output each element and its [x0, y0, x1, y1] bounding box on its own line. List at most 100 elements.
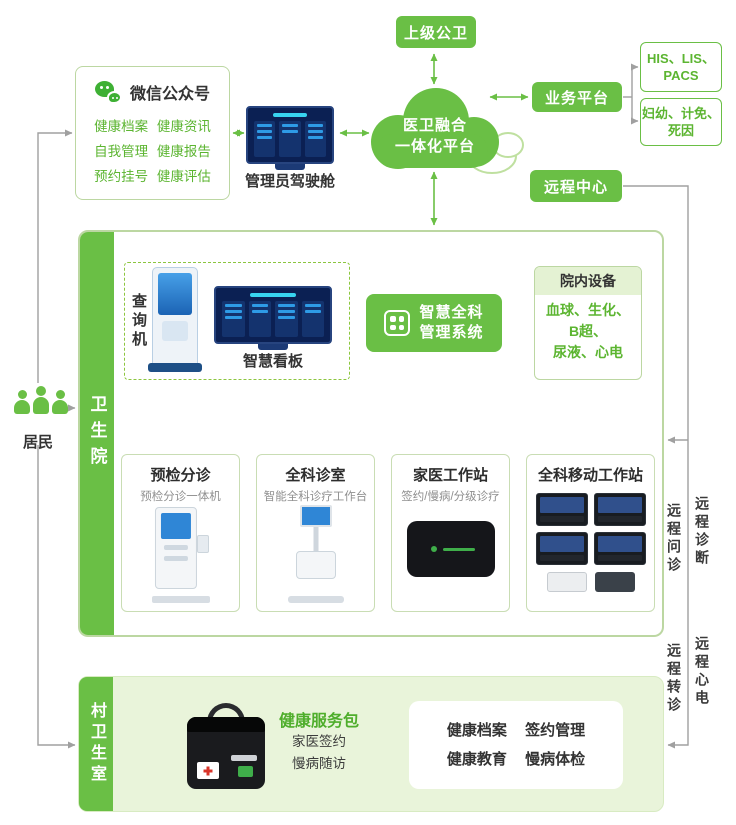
residents-icon-group — [14, 386, 68, 414]
mobile-case — [535, 532, 588, 565]
station-subtitle: 签约/慢病/分级诊疗 — [401, 491, 500, 503]
wechat-bubble-small — [106, 90, 122, 104]
device-logo-line — [442, 548, 475, 551]
grid-system-icon — [384, 310, 411, 336]
station-subtitle: 智能全科诊疗工作台 — [263, 491, 368, 503]
smart-board-screen — [214, 286, 332, 344]
smart-gp-line2: 管理系统 — [419, 324, 484, 341]
bag-handle — [207, 703, 245, 723]
dashboard-panel — [275, 301, 298, 337]
wechat-card-header: 微信公众号 — [76, 80, 229, 104]
health-center-sidebar: 卫生院 — [80, 232, 114, 635]
person-icon — [14, 390, 30, 414]
cloud-label-line2: 一体化平台 — [394, 138, 475, 155]
service-pack-line: 慢病随访 — [292, 756, 346, 771]
person-icon — [33, 386, 49, 414]
kiosk-base — [148, 363, 202, 372]
mobile-case — [535, 493, 588, 526]
device-case — [406, 521, 495, 577]
dashboard-panel — [304, 121, 326, 157]
kiosk-screen — [158, 273, 192, 315]
kiosk-panel — [162, 321, 188, 341]
smart-gp-system-label: 智慧全科 管理系统 — [419, 303, 483, 343]
cloud-platform-label: 医卫融合 一体化平台 — [368, 115, 502, 157]
portable-printer — [546, 572, 587, 592]
station-family-doctor: 家医工作站 签约/慢病/分级诊疗 — [391, 454, 510, 612]
his-line1: HIS、LIS、 — [647, 51, 715, 66]
query-kiosk-image — [148, 267, 202, 372]
family-doctor-device-image — [392, 505, 509, 605]
cart-pole — [313, 527, 318, 553]
mobile-cases — [527, 489, 654, 565]
admin-cockpit-label: 管理员驾驶舱 — [244, 173, 335, 190]
hospital-devices-card: 院内设备 血球、生化、 B超、 尿液、心电 — [534, 266, 642, 380]
service-pack-title: 健康服务包 — [278, 713, 359, 730]
person-icon — [52, 390, 68, 414]
wechat-feature-list: 健康档案 健康资讯 自我管理 健康报告 预约挂号 健康评估 — [76, 114, 229, 189]
machine-arm — [196, 535, 209, 553]
station-gp-room: 全科诊室 智能全科诊疗工作台 — [256, 454, 375, 612]
portable-device — [594, 572, 635, 592]
cart-base — [287, 596, 344, 603]
service-pack-line: 家医签约 — [292, 734, 346, 749]
triage-machine-image — [122, 505, 239, 605]
remote-center-node: 远程中心 — [530, 170, 622, 202]
machine-body — [154, 507, 197, 589]
gp-workbench-image — [257, 505, 374, 605]
village-clinic-sidebar: 村卫生室 — [79, 677, 113, 811]
device-line: 尿液、心电 — [553, 344, 623, 360]
health-service-pack-image — [187, 703, 265, 789]
dashboard-title-bar — [249, 293, 297, 297]
mch-immunization-node: 妇幼、计免、 死因 — [640, 98, 722, 146]
dashboard-panel — [279, 121, 301, 157]
wechat-card: 微信公众号 健康档案 健康资讯 自我管理 健康报告 预约挂号 健康评估 — [75, 66, 230, 200]
remote-referral-label: 远程转诊 — [666, 643, 682, 715]
remote-ecg-label: 远程心电 — [694, 636, 710, 708]
mobile-workstation-image — [527, 489, 654, 605]
machine-slot — [163, 556, 188, 561]
cart-body — [295, 551, 336, 579]
device-logo-dot — [430, 546, 437, 552]
dashboard-panel — [248, 301, 271, 337]
station-title: 家医工作站 — [412, 467, 488, 484]
mobile-case — [593, 532, 646, 565]
village-services-card: 健康档案 签约管理 健康教育 慢病体检 — [409, 701, 623, 789]
terminal-group-box — [124, 262, 350, 380]
dashboard-panel — [301, 301, 324, 337]
superior-public-health-node: 上级公卫 — [396, 16, 476, 48]
machine-base — [151, 596, 210, 603]
remote-diagnosis-label: 远程诊断 — [694, 496, 710, 568]
smart-gp-line1: 智慧全科 — [419, 304, 484, 321]
monitor-stand — [275, 164, 305, 170]
wechat-feature-item: 自我管理 健康报告 — [94, 144, 211, 159]
wechat-title: 微信公众号 — [129, 86, 210, 103]
bag-item — [231, 755, 257, 761]
dashboard-title-bar — [273, 113, 307, 117]
hospital-devices-title: 院内设备 — [535, 267, 641, 295]
admin-cockpit-screen — [246, 106, 334, 164]
station-subtitle: 预检分诊一体机 — [140, 491, 221, 503]
mobile-case — [593, 493, 646, 526]
hospital-devices-list: 血球、生化、 B超、 尿液、心电 — [535, 295, 641, 363]
wechat-feature-item: 预约挂号 健康评估 — [94, 169, 211, 184]
smart-gp-system-node: 智慧全科 管理系统 — [366, 294, 502, 352]
station-triage: 预检分诊 预检分诊一体机 — [121, 454, 240, 612]
village-clinic-label: 村卫生室 — [88, 702, 105, 786]
remote-consult-label: 远程问诊 — [666, 503, 682, 575]
device-line: B超、 — [568, 323, 608, 339]
dashboard-panels — [254, 121, 326, 157]
mobile-accessories — [527, 572, 654, 592]
wechat-icon — [94, 80, 122, 104]
station-title: 全科移动工作站 — [537, 467, 643, 484]
wechat-feature-item: 健康档案 健康资讯 — [94, 119, 211, 134]
health-center-label: 卫生院 — [87, 394, 107, 473]
smart-board-label: 智慧看板 — [242, 353, 303, 370]
cart-screen — [299, 505, 332, 527]
his-lis-pacs-node: HIS、LIS、 PACS — [640, 42, 722, 92]
bag-item — [238, 766, 253, 777]
station-title: 全科诊室 — [285, 467, 346, 484]
monitor-stand — [258, 344, 288, 350]
his-line2: PACS — [663, 68, 699, 83]
business-platform-node: 业务平台 — [532, 82, 622, 112]
